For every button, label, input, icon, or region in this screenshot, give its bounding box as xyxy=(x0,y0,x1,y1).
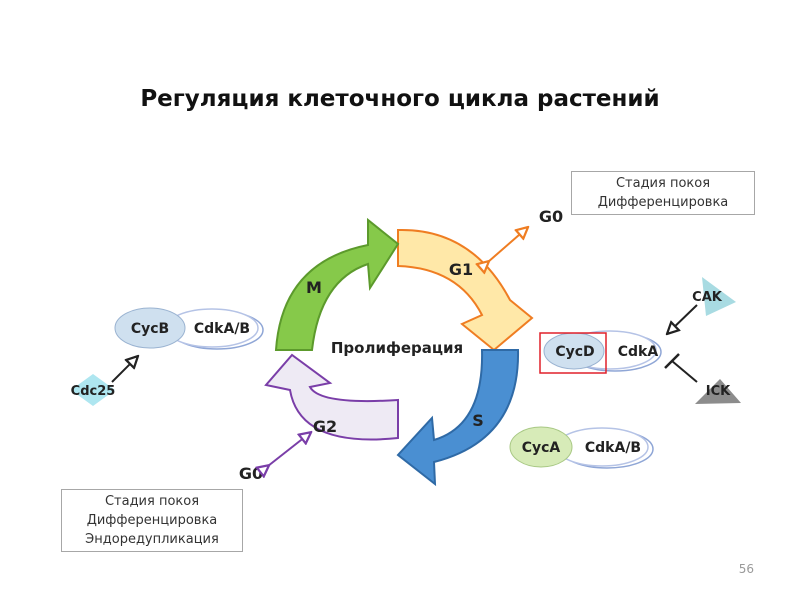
page-title: Регуляция клеточного цикла растений xyxy=(140,86,660,112)
g0-top-label: G0 xyxy=(539,207,563,226)
g1-phase-arrow xyxy=(397,228,534,352)
g2-phase-arrow xyxy=(264,353,399,441)
note-top-line-1: Стадия покоя xyxy=(615,176,711,191)
cyca-cdk-label: CdkA/B xyxy=(585,440,641,456)
page-number: 56 xyxy=(738,562,754,576)
phase-label-g1: G1 xyxy=(449,260,473,279)
m-phase-arrow xyxy=(274,217,400,351)
cyca-cdk-complex: CycA CdkA/B xyxy=(509,426,654,469)
phase-label-m: M xyxy=(306,278,322,297)
cycb-cyclin-oval xyxy=(114,307,186,349)
ick-label: ICK xyxy=(706,384,731,399)
cycd-cdk-complex: CycD CdkA xyxy=(539,330,662,374)
cdc25-activation-arrow xyxy=(111,357,137,383)
note-top: Стадия покоя Дифференцировка xyxy=(571,171,755,215)
cak-triangle-icon xyxy=(702,277,736,316)
note-bottom: Стадия покоя Дифференцировка Эндоредупли… xyxy=(61,489,243,552)
cdc25-label: Cdc25 xyxy=(71,384,116,399)
cycd-cdk-label: CdkA xyxy=(618,344,659,360)
cycb-cdk-complex: CycB CdkA/B xyxy=(114,307,264,350)
cak-activation-arrow xyxy=(668,304,698,333)
note-top-line-2: Дифференцировка xyxy=(597,195,729,210)
g0-top-double-arrow xyxy=(488,228,527,262)
ick-inhibition-bar xyxy=(664,353,680,369)
ick-inhibition-line xyxy=(671,360,698,383)
cycb-cdk-label: CdkA/B xyxy=(194,321,250,337)
cycb-label: CycB xyxy=(131,321,169,337)
phase-label-s: S xyxy=(472,411,484,430)
s-phase-arrow xyxy=(396,349,520,487)
cycd-label: CycD xyxy=(555,344,594,360)
g0-bottom-double-arrow xyxy=(268,433,310,466)
cdc25-diamond-icon xyxy=(71,374,115,406)
note-bottom-line-3: Эндоредупликация xyxy=(85,532,219,547)
cak-label: CAK xyxy=(692,290,723,305)
cycd-highlight-box xyxy=(539,332,607,374)
g0-bottom-label: G0 xyxy=(239,464,263,483)
cyca-label: CycA xyxy=(522,440,561,456)
cyca-cyclin-oval xyxy=(509,426,573,468)
note-bottom-line-2: Дифференцировка xyxy=(86,513,218,528)
note-bottom-line-1: Стадия покоя xyxy=(104,494,200,509)
center-label: Пролиферация xyxy=(331,339,463,357)
phase-label-g2: G2 xyxy=(313,417,337,436)
ick-triangle-icon xyxy=(695,379,741,404)
